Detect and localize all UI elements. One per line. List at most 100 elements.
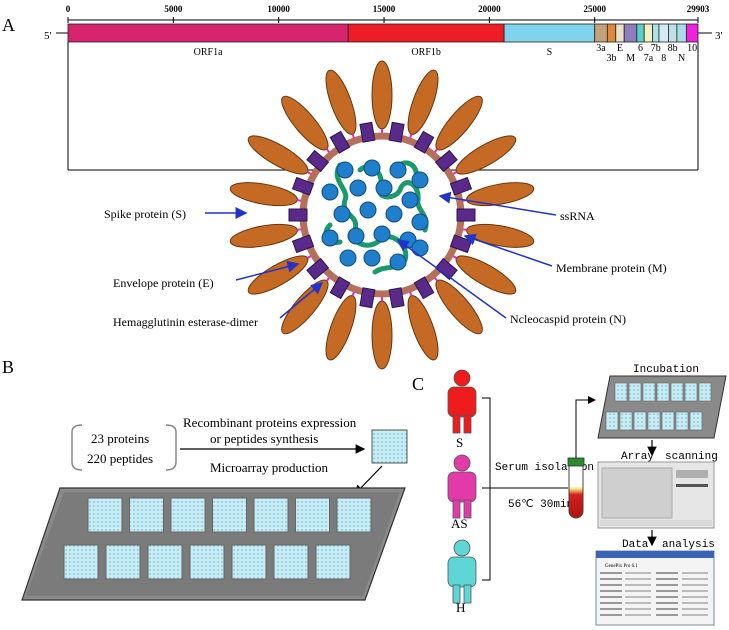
spike-protein: [281, 95, 329, 151]
tick-label: 25000: [583, 4, 606, 14]
membrane-protein: [434, 257, 458, 281]
gene-label: N: [678, 53, 685, 64]
serum-tube: [568, 459, 584, 519]
panel-c: C S AS H Serum isolation 56℃ 30min Incub…: [412, 364, 727, 626]
nucleocapsid-bead: [385, 205, 403, 223]
slide-well: [336, 497, 372, 533]
nucleocapsid-bead: [339, 249, 357, 267]
analysis-label: analysis: [662, 539, 715, 551]
slide-well: [273, 544, 309, 580]
scanner-device: [597, 461, 715, 529]
gene-segment-6: [636, 23, 645, 43]
incubation-well: [684, 382, 698, 402]
tick-label: 29903: [687, 4, 710, 14]
slide-well: [295, 497, 330, 533]
spike-protein: [407, 69, 439, 135]
membrane-protein: [434, 149, 458, 173]
peptides-count: 220 peptides: [87, 451, 153, 466]
tick-label: 15000: [373, 4, 396, 14]
gene-label: 7a: [644, 53, 654, 64]
microarray-label: Microarray production: [210, 460, 329, 475]
incubation-label: Incubation: [633, 364, 699, 376]
tick-label: 10000: [267, 4, 290, 14]
tick-label: 5000: [164, 4, 183, 14]
incubation-well: [675, 411, 689, 431]
hemagglutinin-label: Hemagglutinin esterase-dimer: [113, 315, 258, 329]
tick-label: 0: [66, 4, 71, 14]
gene-segment-8: [658, 23, 669, 43]
slide-well: [231, 544, 267, 580]
condition-label: 56℃ 30min: [508, 499, 573, 511]
slide-well: [147, 544, 183, 580]
virion-diagram: [229, 60, 535, 370]
panel-a: A 5' 3' 0 5000 10000 15000 20000 25000 29903 O…: [2, 4, 723, 370]
gene-segment-orf1a: [67, 23, 349, 43]
group-as-label: AS: [451, 516, 468, 531]
three-prime-label: 3': [715, 30, 723, 42]
incubation-well: [670, 382, 684, 402]
incubation-well: [642, 382, 656, 402]
gene-segment-3a: [594, 23, 608, 43]
gene-label: 3b: [607, 53, 617, 64]
spike-protein: [281, 279, 329, 335]
membrane-protein: [449, 176, 473, 196]
incubation-well: [647, 411, 661, 431]
panel-a-label: A: [2, 15, 15, 35]
nucleocapsid-bead: [389, 253, 407, 271]
panel-b-label: B: [2, 357, 14, 377]
incubation-well: [689, 411, 703, 431]
membrane-protein: [456, 208, 476, 222]
membrane-protein: [413, 130, 435, 154]
person-figure-s: [447, 369, 477, 434]
spike-protein: [371, 60, 393, 130]
membrane-protein: [329, 276, 351, 300]
nucleocapsid-bead: [411, 239, 429, 257]
gene-segment-10: [685, 23, 699, 43]
group-s-label: S: [456, 435, 463, 450]
gene-segment-8b: [668, 23, 678, 43]
analysis-software-window: GenePix Pro 6.1: [595, 550, 715, 626]
spike-protein: [325, 295, 357, 361]
gene-segment-7b: [652, 23, 660, 43]
gene-label: 8: [661, 53, 666, 64]
gene-label: ORF1b: [411, 47, 440, 58]
incubation-well: [633, 411, 647, 431]
ssrna-strand: [323, 160, 429, 275]
incubation-well: [619, 411, 633, 431]
slide-well: [105, 544, 141, 580]
slide-well: [315, 544, 351, 580]
gene-label: 7b: [651, 43, 661, 54]
slide-well: [87, 497, 123, 533]
spike-protein: [229, 223, 298, 248]
gene-label: S: [547, 47, 553, 58]
incubation-well: [614, 382, 628, 402]
nucleocapsid-bead: [389, 161, 407, 179]
membrane-label: Membrane protein (M): [556, 261, 667, 275]
scanning-label: scanning: [665, 451, 718, 463]
nucleocapsid-bead: [375, 179, 393, 197]
membrane-protein: [329, 130, 351, 154]
nucleocapsid-bead: [363, 159, 381, 177]
software-title: GenePix Pro 6.1: [605, 564, 638, 569]
spike-proteins: [229, 60, 535, 370]
gene-label: 3a: [596, 43, 606, 54]
spike-label: Spike protein (S): [104, 207, 186, 221]
genome-ticks: 0 5000 10000 15000 20000 25000 29903: [66, 4, 710, 23]
group-h-label: H: [456, 600, 465, 615]
membrane-protein: [291, 176, 315, 196]
tick-label: 20000: [478, 4, 501, 14]
gene-label: M: [626, 53, 635, 64]
spike-protein: [455, 255, 517, 295]
genome-bar: [56, 23, 712, 43]
membrane-protein: [388, 287, 405, 309]
person-figure-h: [447, 539, 477, 604]
nucleocapsid-bead: [373, 225, 391, 243]
five-prime-label: 5': [44, 30, 52, 42]
nucleocapsid-beads: [321, 159, 429, 271]
gene-segment-3b: [606, 23, 617, 43]
gene-segment-orf1b: [347, 23, 505, 43]
spike-protein: [455, 135, 517, 175]
spike-protein: [466, 223, 535, 248]
membrane-protein: [306, 257, 330, 281]
